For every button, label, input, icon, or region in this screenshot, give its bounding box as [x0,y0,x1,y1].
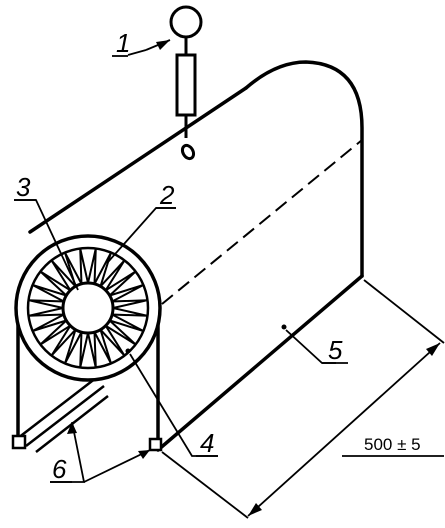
bottom-front-edge [156,274,364,452]
callout-5: 5 [328,335,343,365]
extension-line-back [363,279,445,344]
gauge-head [169,5,203,39]
back-curved-end [244,60,364,278]
callout-3: 3 [16,172,31,202]
hidden-edge [161,139,363,305]
left-foot [11,434,27,450]
callout-underlines [14,55,348,483]
dimension-lines [161,279,445,519]
surface-marker [281,324,287,330]
drum [14,234,162,382]
gauge-hook [180,143,196,161]
callout-2: 2 [159,180,175,210]
top-edge [28,86,248,234]
arrowheads [67,40,170,459]
drum-hub [61,281,115,335]
drum-marker [125,348,131,354]
dimension-line [247,342,441,517]
extension-line-front [161,451,249,519]
callout-6: 6 [52,454,67,484]
drum-inner-ring [26,246,150,370]
dimension-arrows [248,343,440,516]
dimension-label: 500 ± 5 [364,435,421,454]
callout-4: 4 [200,428,214,458]
gauge-body [175,53,197,117]
bottom-rail [17,377,109,453]
right-foot [148,437,163,452]
callout-1: 1 [116,28,130,58]
gauge-assembly [169,5,203,161]
